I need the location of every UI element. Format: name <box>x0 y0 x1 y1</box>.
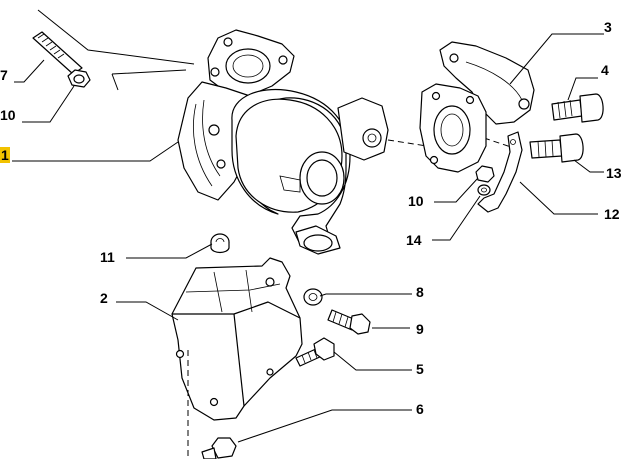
part-label-9[interactable]: 9 <box>416 321 424 337</box>
washer-8[interactable] <box>303 288 323 306</box>
part-label-5[interactable]: 5 <box>416 361 424 377</box>
part-label-7[interactable]: 7 <box>0 67 8 83</box>
turbocharger-1[interactable] <box>177 29 389 255</box>
part-label-11[interactable]: 11 <box>100 249 115 265</box>
washer-11[interactable] <box>210 233 230 254</box>
bolt-5[interactable] <box>295 337 335 367</box>
part-label-10-right[interactable]: 10 <box>408 193 424 209</box>
part-label-12[interactable]: 12 <box>604 206 620 222</box>
bolt-13[interactable] <box>529 133 584 163</box>
washer-14[interactable] <box>477 184 491 196</box>
bracket-3[interactable] <box>439 41 535 125</box>
bolt-9[interactable] <box>327 309 371 335</box>
bolt-6[interactable] <box>201 437 237 459</box>
leader-lines <box>12 9 604 443</box>
nut-10-right[interactable] <box>475 165 495 183</box>
part-label-4[interactable]: 4 <box>601 62 609 78</box>
bracket-strip-12[interactable] <box>477 131 523 213</box>
nut-10-left[interactable] <box>67 69 91 88</box>
heat-shield-2[interactable] <box>171 257 303 421</box>
manifold-flange[interactable] <box>419 83 487 173</box>
bolt-4[interactable] <box>551 93 604 123</box>
part-label-6[interactable]: 6 <box>416 401 424 417</box>
stud-7[interactable] <box>32 31 83 75</box>
part-label-8[interactable]: 8 <box>416 284 424 300</box>
part-label-2[interactable]: 2 <box>100 290 108 306</box>
part-label-13[interactable]: 13 <box>606 165 622 181</box>
part-label-10-left[interactable]: 10 <box>0 107 16 123</box>
part-label-3[interactable]: 3 <box>604 19 612 35</box>
part-label-14[interactable]: 14 <box>406 232 422 248</box>
part-label-1[interactable]: 1 <box>0 147 10 163</box>
